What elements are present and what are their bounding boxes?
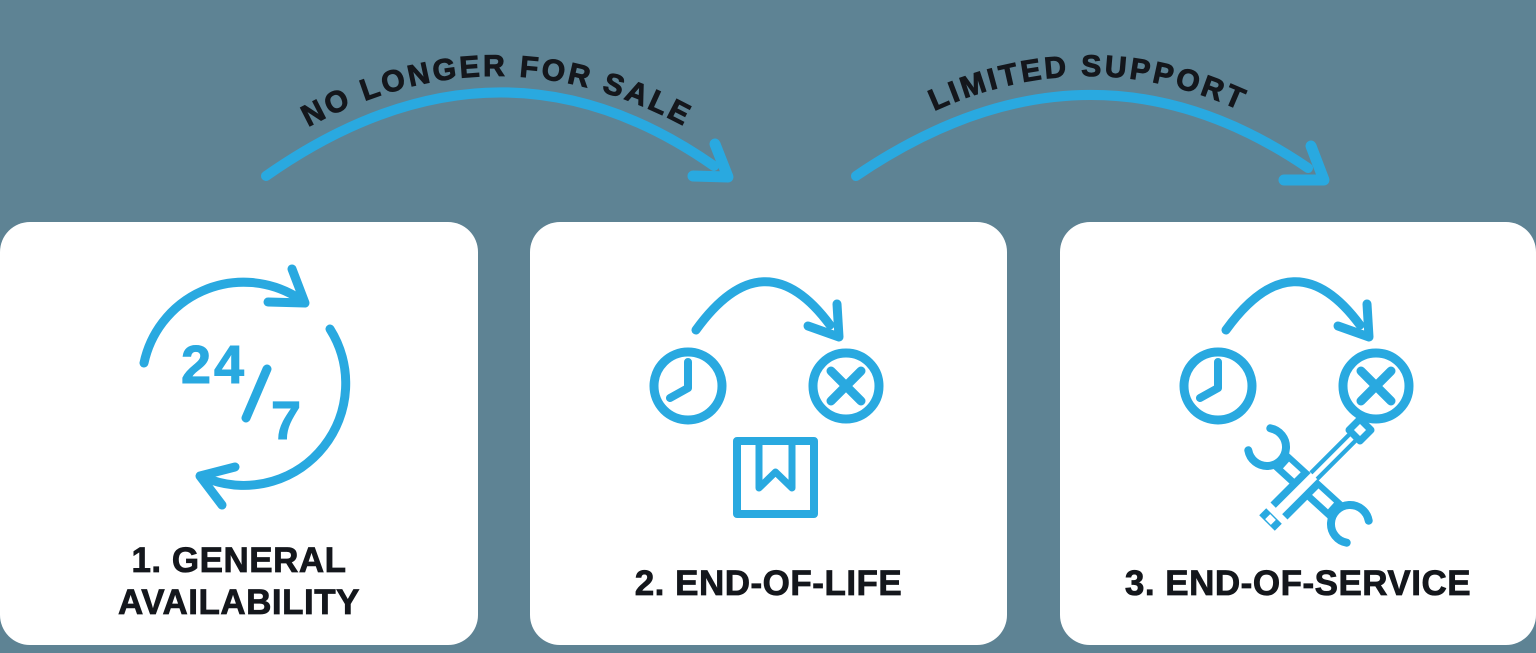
clock-icon xyxy=(1179,347,1257,425)
stage-card-general-availability: 24 7 1. GENERAL AVAILABILITY xyxy=(0,222,478,645)
screwdriver-tip-icon xyxy=(1345,415,1375,445)
arc-arrow-icon xyxy=(1221,277,1374,342)
cancel-icon xyxy=(1338,348,1414,424)
tools-icon xyxy=(1244,415,1375,547)
product-box-icon xyxy=(733,437,818,518)
24-7-cycle-icon: 24 7 xyxy=(139,264,351,510)
arc-arrow-icon xyxy=(691,277,844,342)
stage-label-end-of-life: 2. END-OF-LIFE xyxy=(634,564,903,604)
arrow-no-longer-for-sale: NO LONGER FOR SALE xyxy=(261,49,734,183)
stage-card-end-of-service: 3. END-OF-SERVICE xyxy=(1060,222,1536,645)
curved-arrow-shaft xyxy=(261,87,719,181)
clock-icon xyxy=(649,347,727,425)
clock-cancel-tools-icon xyxy=(1179,277,1414,547)
transition-arrows-layer: NO LONGER FOR SALE LIMITED SUPPORT xyxy=(261,49,1330,186)
clock-cancel-box-icon xyxy=(649,277,884,518)
arrowhead-icon xyxy=(687,138,734,183)
stage-label-end-of-service: 3. END-OF-SERVICE xyxy=(1124,564,1472,604)
arrowhead-icon xyxy=(1278,140,1330,186)
stage-card-end-of-life: 2. END-OF-LIFE xyxy=(530,222,1007,645)
cancel-icon xyxy=(808,348,884,424)
arrow-limited-support: LIMITED SUPPORT xyxy=(851,49,1330,186)
slash-icon xyxy=(241,364,272,423)
arrow-label: LIMITED SUPPORT xyxy=(924,50,1252,118)
refresh-cycle-arrows-icon xyxy=(139,264,351,510)
icon-text-7: 7 xyxy=(271,391,304,451)
24-7-text: 24 7 xyxy=(181,335,304,452)
curved-arrow-shaft xyxy=(851,89,1313,181)
stage-label-general-availability: 1. GENERAL AVAILABILITY xyxy=(118,541,360,623)
icon-text-24: 24 xyxy=(181,335,247,395)
